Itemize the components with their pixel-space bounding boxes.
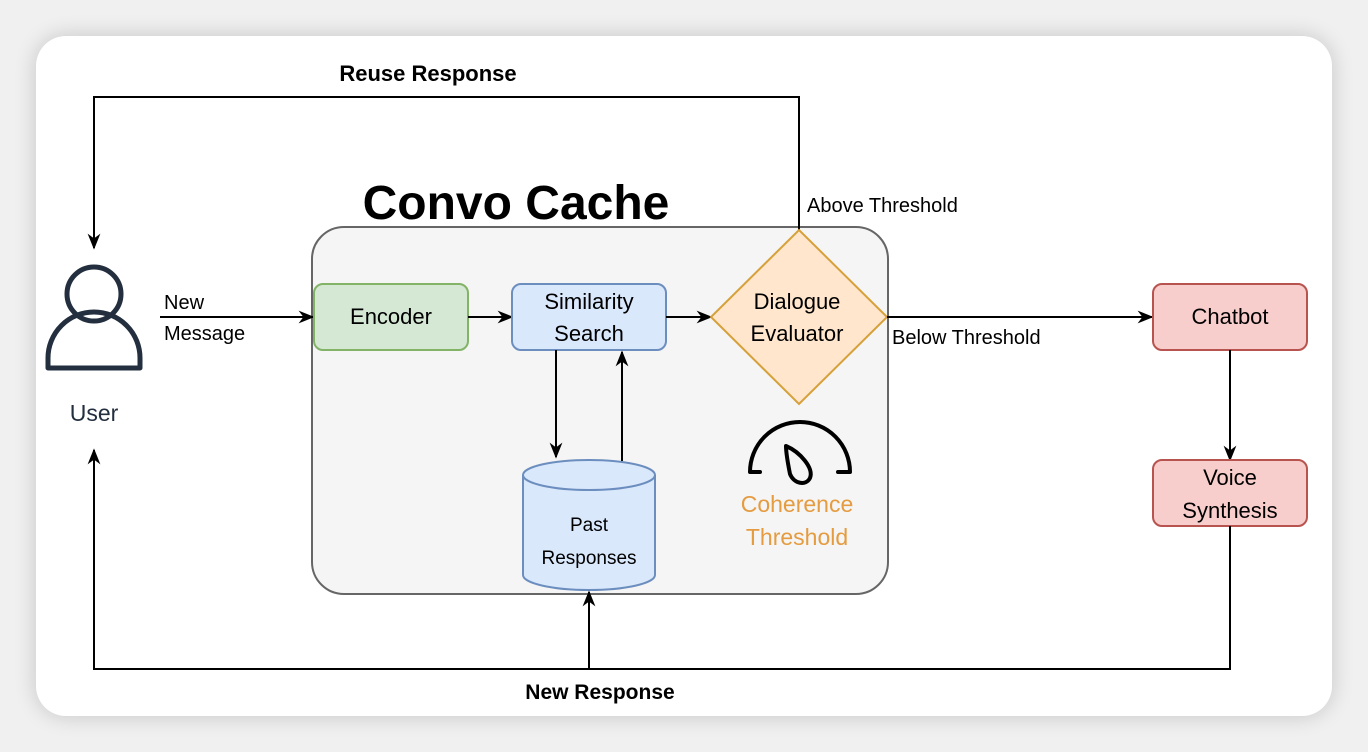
encoder-node[interactable]: Encoder: [313, 283, 469, 351]
edge-label-reuse-response: Reuse Response: [339, 61, 516, 86]
edge-label-new-message-line1: New: [164, 292, 205, 314]
past-responses-label-line1: Past: [570, 515, 609, 536]
voice-synthesis-label-line1: Voice: [1203, 465, 1257, 490]
encoder-label: Encoder: [350, 304, 432, 329]
dialogue-evaluator-label-line2: Evaluator: [751, 321, 844, 346]
user-label: User: [70, 400, 119, 426]
edge-new-response-main: [87, 448, 1231, 670]
dialogue-evaluator-label-line1: Dialogue: [754, 289, 841, 314]
edge-label-new-response: New Response: [525, 681, 674, 704]
similarity-search-node[interactable]: Similarity Search: [511, 283, 667, 351]
convo-cache-title: Convo Cache: [363, 177, 670, 230]
edge-label-new-message-line2: Message: [164, 323, 245, 345]
user-icon: [45, 264, 143, 371]
voice-synthesis-node[interactable]: Voice Synthesis: [1152, 459, 1308, 527]
similarity-search-label-line2: Search: [554, 321, 624, 346]
gauge-icon: [748, 420, 852, 485]
coherence-threshold-label-line1: Coherence: [741, 491, 854, 517]
edge-label-above-threshold: Above Threshold: [807, 195, 958, 217]
chatbot-node[interactable]: Chatbot: [1152, 283, 1308, 351]
past-responses-database[interactable]: Past Responses: [522, 459, 656, 591]
coherence-threshold-label-line2: Threshold: [746, 524, 848, 550]
past-responses-label-line2: Responses: [541, 548, 636, 569]
edge-label-below-threshold: Below Threshold: [892, 327, 1041, 349]
similarity-search-label-line1: Similarity: [544, 289, 633, 314]
chatbot-label: Chatbot: [1191, 304, 1268, 329]
edge-reuse-response: [87, 96, 800, 250]
dialogue-evaluator-node[interactable]: Dialogue Evaluator: [709, 228, 889, 406]
voice-synthesis-label-line2: Synthesis: [1182, 498, 1277, 523]
